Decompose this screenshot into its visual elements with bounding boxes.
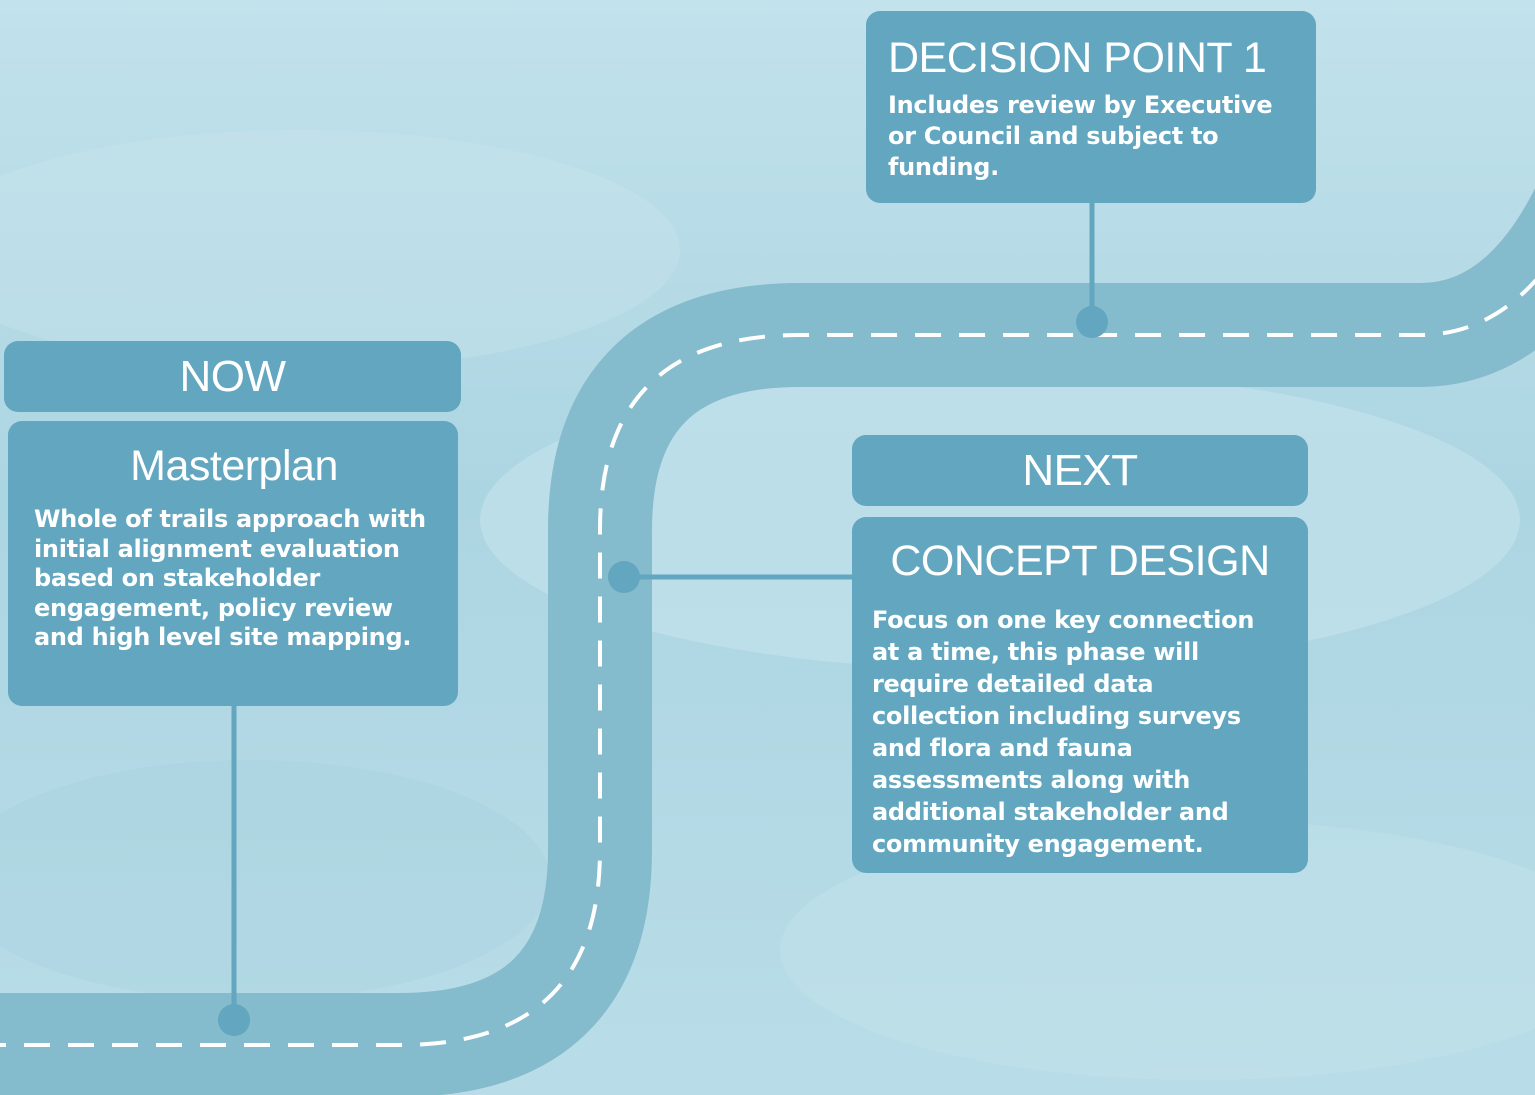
next-milestone-dot [608, 561, 640, 593]
now-header: NOW [4, 341, 461, 412]
next-description: Focus on one key connection at a time, t… [872, 606, 1255, 858]
decision-point-description: Includes review by Executive or Council … [888, 91, 1273, 181]
decision-milestone-dot [1076, 306, 1108, 338]
next-header: NEXT [852, 435, 1308, 506]
now-card: Masterplan Whole of trails approach with… [8, 421, 458, 706]
road-center-dashes [0, 278, 1535, 1047]
now-milestone-dot [218, 1004, 250, 1036]
decision-point-title: DECISION POINT 1 [888, 34, 1267, 82]
next-title: CONCEPT DESIGN [890, 537, 1270, 585]
now-description: Whole of trails approach with initial al… [34, 505, 426, 651]
next-card: CONCEPT DESIGN Focus on one key connecti… [852, 517, 1308, 873]
decision-point-card: DECISION POINT 1 Includes review by Exec… [866, 11, 1316, 203]
now-title: Masterplan [130, 442, 338, 490]
